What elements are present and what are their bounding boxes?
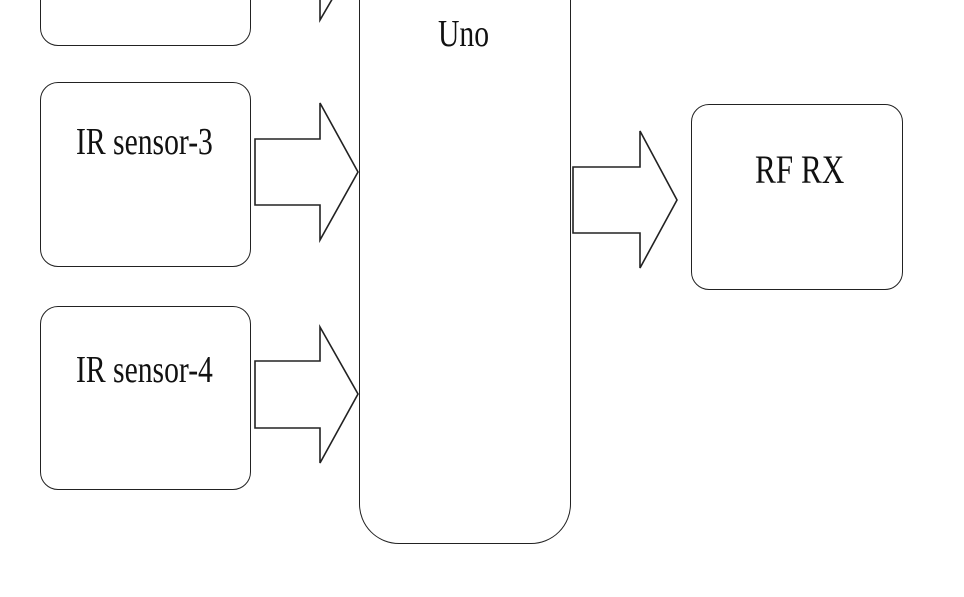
arrow-ir-sensor-3-to-uno: [254, 102, 359, 244]
ir-sensor-3-box: [40, 82, 251, 267]
arduino-uno-label: Uno: [438, 13, 490, 55]
rf-rx-label: RF RX: [755, 147, 845, 192]
ir-sensor-4-label: IR sensor-4: [76, 349, 213, 391]
arrow-uno-to-rf-rx: [572, 130, 678, 269]
arrow-partial-sensor-to-uno: [319, 0, 333, 23]
ir-sensor-3-label: IR sensor-3: [76, 121, 213, 163]
sensor-box-partial: [40, 0, 251, 46]
rf-rx-box: [691, 104, 903, 290]
ir-sensor-4-box: [40, 306, 251, 490]
arrow-ir-sensor-4-to-uno: [254, 323, 359, 464]
arduino-uno-box: [359, 0, 571, 544]
